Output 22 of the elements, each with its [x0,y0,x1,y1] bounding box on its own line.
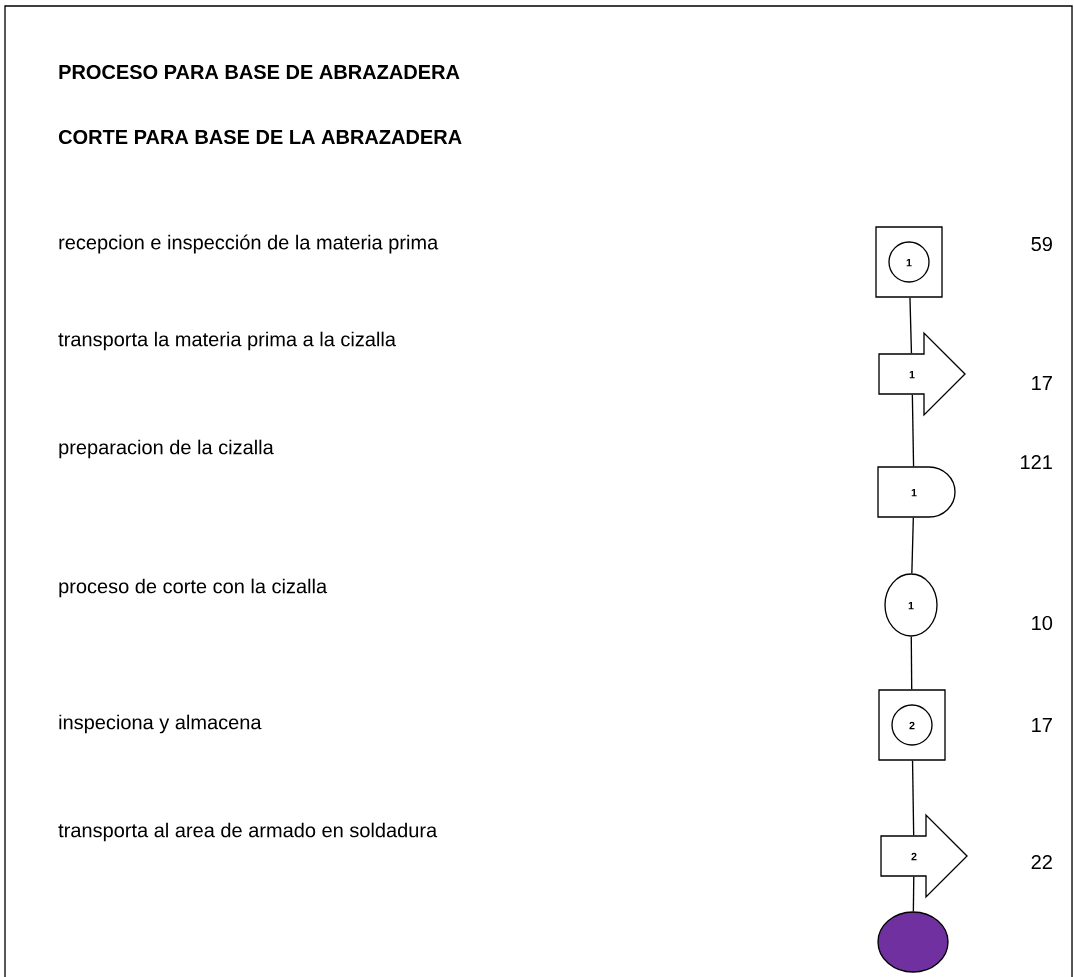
step-description: transporta la materia prima a la cizalla [58,331,396,351]
end-symbol [877,911,949,973]
step-description: proceso de corte con la cizalla [59,578,328,598]
time-value: 17 [1032,376,1052,390]
connector-line [911,517,914,574]
time-value: 59 [1031,236,1052,252]
connector-line [911,760,915,836]
time-value: 10 [1032,615,1053,631]
time-value: 121 [1021,455,1052,469]
connector-line [912,876,915,912]
step-description: recepcion e inspección de la materia prima [59,234,439,254]
connector-line [910,636,913,690]
time-value: 17 [1032,718,1052,732]
subheading: CORTE PARA BASE DE LA ABRAZADERA [58,129,462,145]
step-description: transporta al area de armado en soldadura [58,822,438,842]
title: PROCESO PARA BASE DE ABRAZADERA [59,64,460,80]
connector-line [909,297,913,354]
time-value: 22 [1031,855,1052,869]
step-description: inspeciona y almacena [59,714,262,734]
step-description: preparacion de la cizalla [59,439,274,459]
delay-symbol: 1 [877,466,956,518]
connector-line [911,394,915,467]
